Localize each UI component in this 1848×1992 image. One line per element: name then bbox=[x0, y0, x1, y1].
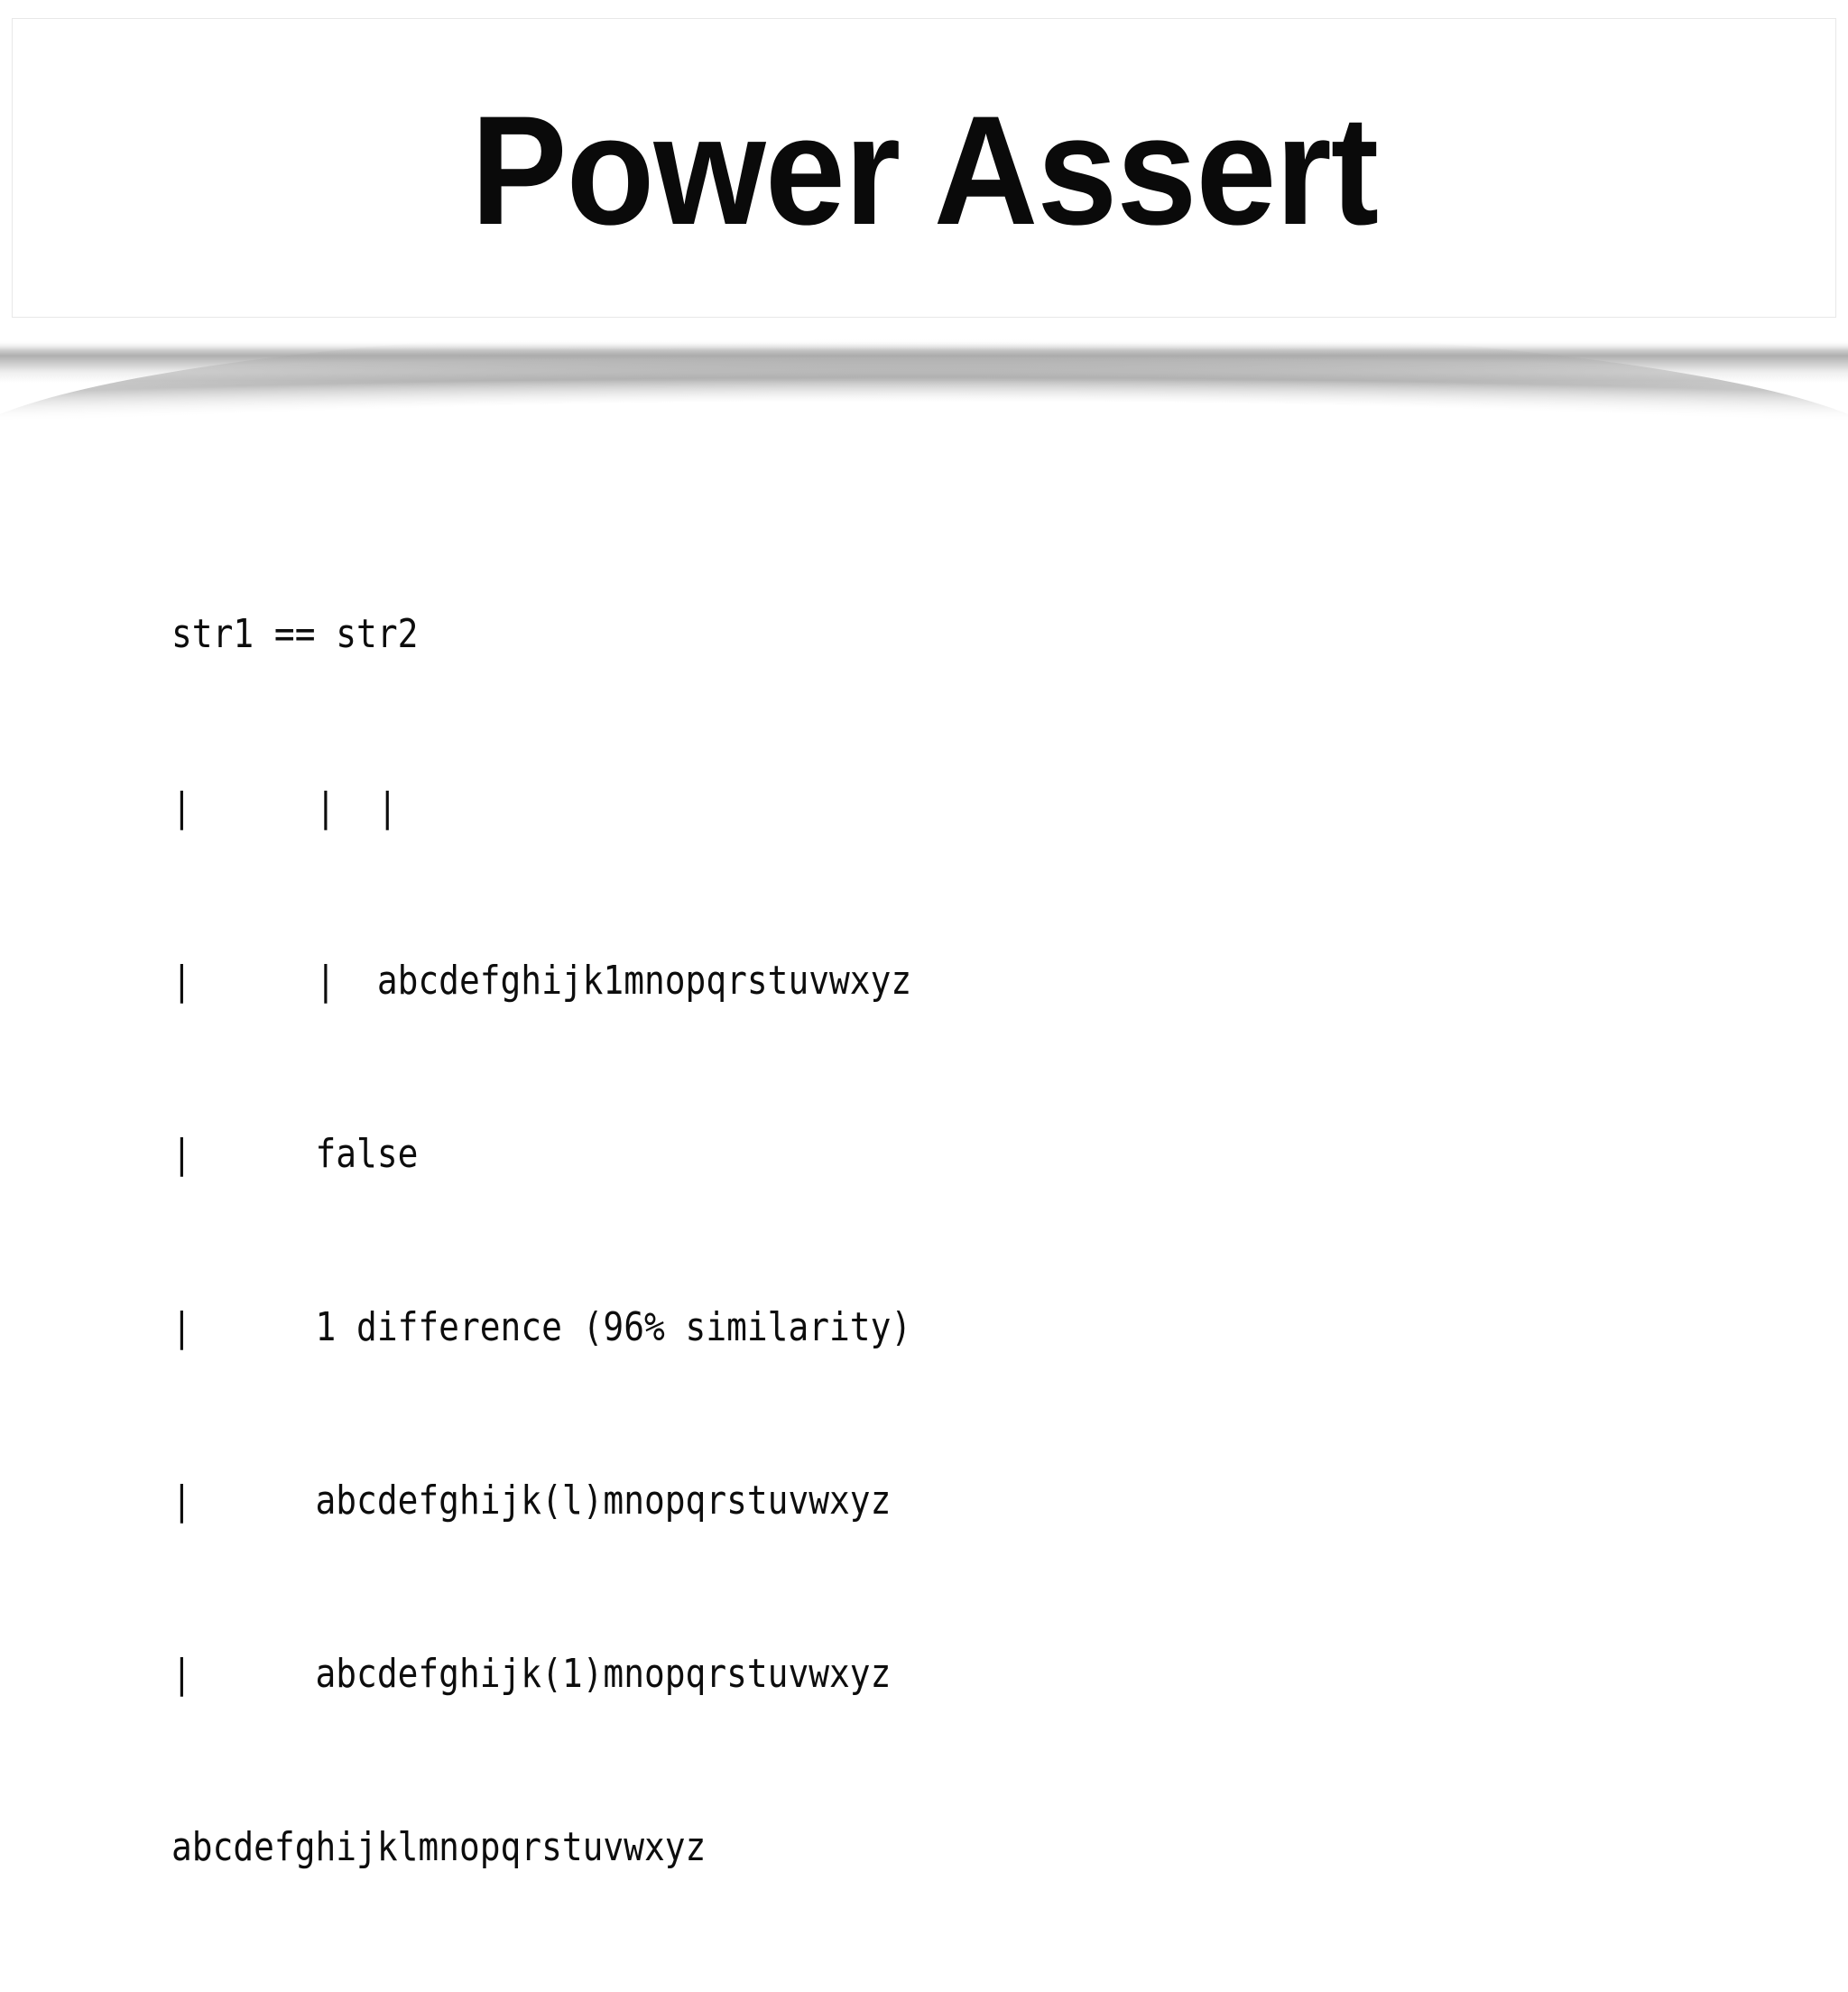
title-card: Power Assert bbox=[12, 18, 1836, 318]
code-line: abcdefghijklmnopqrstuvwxyz bbox=[171, 1824, 707, 1870]
page-title: Power Assert bbox=[470, 84, 1378, 257]
power-assert-output: str1 == str2 | | | | | abcdefghijk1mnopq… bbox=[171, 490, 911, 1992]
shadow-band bbox=[0, 341, 1848, 383]
code-line: | | abcdefghijk1mnopqrstuvwxyz bbox=[171, 958, 912, 1004]
code-line: | abcdefghijk(l)mnopqrstuvwxyz bbox=[171, 1478, 892, 1524]
code-line: | abcdefghijk(1)mnopqrstuvwxyz bbox=[171, 1651, 892, 1697]
page-lift-shadow bbox=[0, 318, 1848, 426]
code-line: | | | bbox=[171, 784, 398, 830]
slide-canvas: Power Assert str1 == str2 | | | | | abcd… bbox=[0, 18, 1848, 1870]
shadow-curve bbox=[0, 323, 1848, 426]
code-line: | 1 difference (96% similarity) bbox=[171, 1304, 912, 1350]
shadow-fade bbox=[0, 318, 1848, 426]
code-line: str1 == str2 bbox=[171, 611, 419, 657]
code-line: | false bbox=[171, 1131, 419, 1177]
